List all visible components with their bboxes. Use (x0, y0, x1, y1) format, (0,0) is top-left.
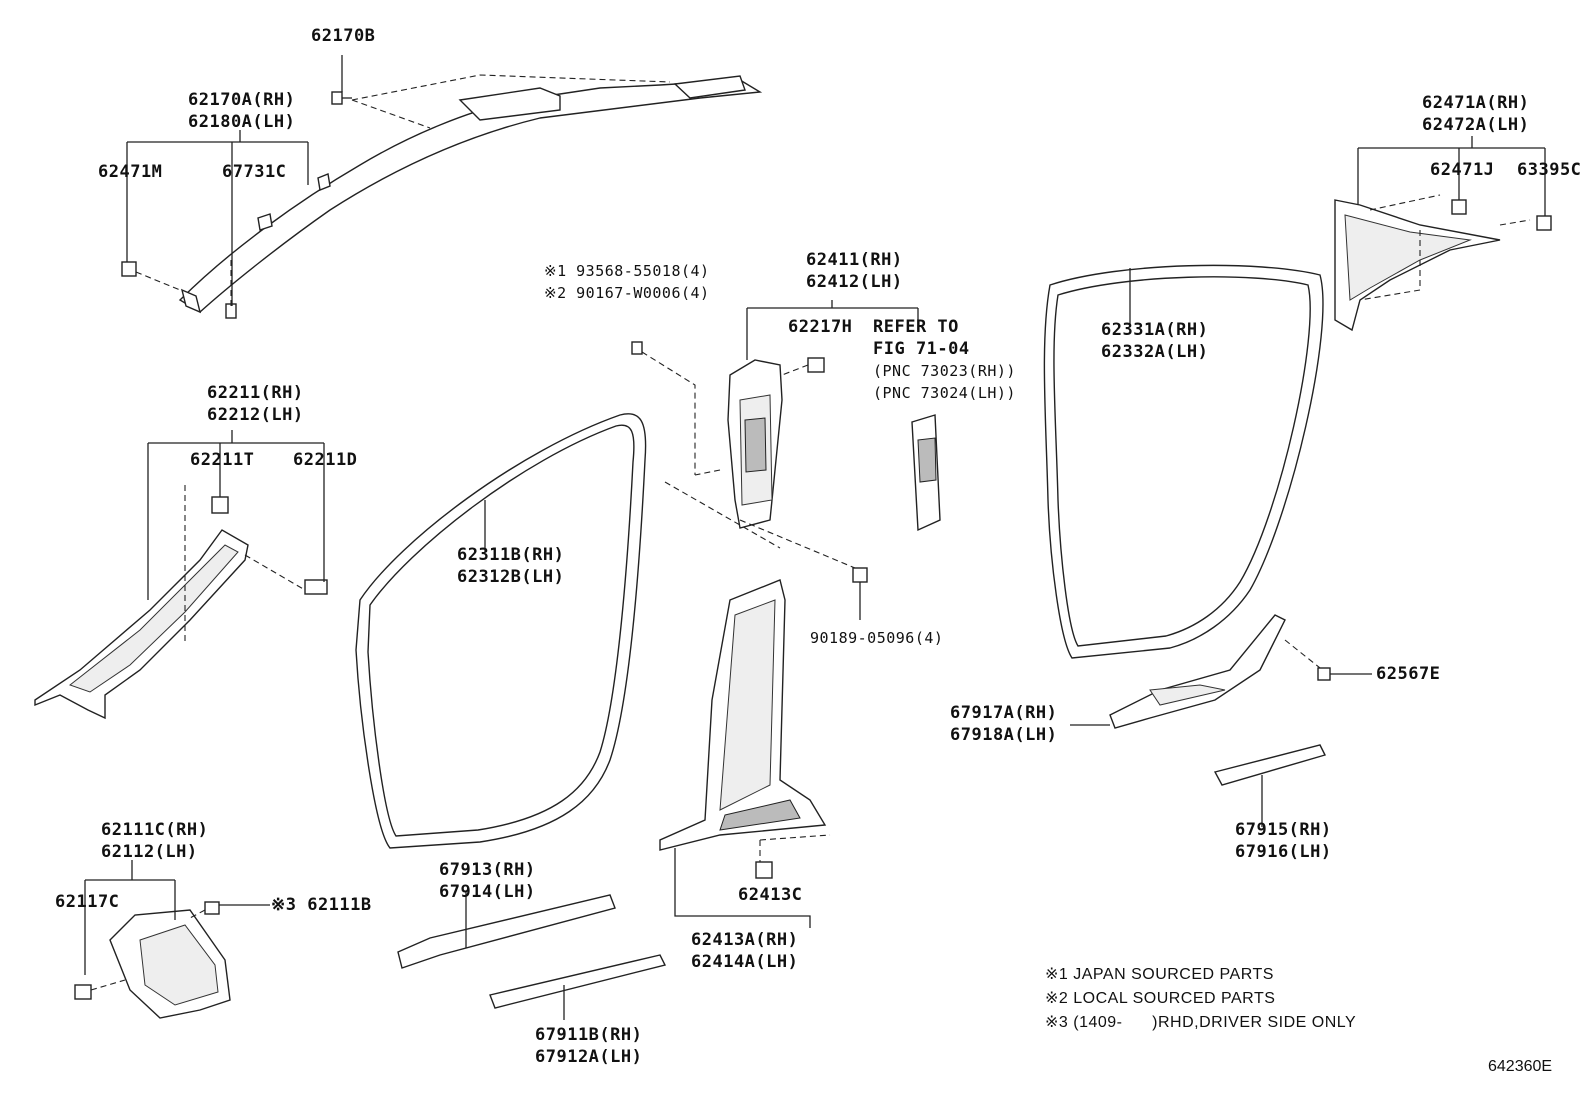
label-63395C: 63395C (1517, 160, 1582, 180)
label-90167: ※2 90167-W0006(4) (544, 284, 710, 302)
label-refer-to: REFER TO (873, 317, 959, 337)
label-62413A: 62413A(RH) (691, 930, 799, 950)
bolt-62170B (331, 91, 352, 105)
label-62567E: 62567E (1376, 664, 1441, 684)
clip-62217H (807, 357, 825, 373)
label-62332A: 62332A(LH) (1101, 342, 1209, 362)
label-62331A: 62331A(RH) (1101, 320, 1209, 340)
label-67916: 67916(LH) (1235, 842, 1332, 862)
label-62472A: 62472A(LH) (1422, 115, 1530, 135)
a-pillar-garnish (34, 529, 249, 720)
clip-67731C (225, 303, 237, 319)
label-62217H: 62217H (788, 317, 853, 337)
label-62311B: 62311B(RH) (457, 545, 565, 565)
label-62211: 62211(RH) (207, 383, 304, 403)
label-90189: 90189-05096(4) (810, 629, 944, 647)
label-62471M: 62471M (98, 162, 163, 182)
label-62211T: 62211T (190, 450, 255, 470)
label-62170B: 62170B (311, 26, 376, 46)
label-62117C: 62117C (55, 892, 120, 912)
label-62111C: 62111C(RH) (101, 820, 209, 840)
clip-62117C (74, 984, 92, 1000)
label-62212: 62212(LH) (207, 405, 304, 425)
label-62414A: 62414A(LH) (691, 952, 799, 972)
cowl-side-trim (109, 909, 231, 1019)
scuff-plate-67911B (489, 954, 667, 1009)
rear-door-weatherstrip (1043, 264, 1324, 659)
seatbelt-adjuster-ref (911, 414, 941, 532)
label-67915: 67915(RH) (1235, 820, 1332, 840)
label-62413C: 62413C (738, 885, 803, 905)
clip-62567E (1317, 667, 1331, 681)
clip-90189 (852, 567, 868, 583)
note-rhd-driver-side: ※3 (1409- )RHD,DRIVER SIDE ONLY (1045, 1014, 1357, 1031)
label-62170A: 62170A(RH) (188, 90, 296, 110)
clip-62471J (1451, 199, 1467, 215)
clip-62111B (204, 901, 220, 915)
clip-62211T (211, 496, 229, 514)
label-refer-pnc-lh: (PNC 73024(LH)) (873, 384, 1016, 402)
label-refer-pnc-rh: (PNC 73023(RH)) (873, 362, 1016, 380)
figure-id: 642360E (1488, 1058, 1553, 1075)
clip-62413C (755, 861, 773, 879)
label-62112: 62112(LH) (101, 842, 198, 862)
label-67912A: 67912A(LH) (535, 1047, 643, 1067)
label-67911B: 67911B(RH) (535, 1025, 643, 1045)
note-local-sourced: ※2 LOCAL SOURCED PARTS (1045, 990, 1276, 1007)
scuff-plate-67917A (1109, 614, 1286, 729)
label-67914: 67914(LH) (439, 882, 536, 902)
front-door-weatherstrip (355, 413, 647, 849)
label-62111B: ※3 62111B (271, 895, 372, 915)
quarter-trim-part (1334, 199, 1501, 332)
label-67917A: 67917A(RH) (950, 703, 1058, 723)
note-japan-sourced: ※1 JAPAN SOURCED PARTS (1045, 966, 1274, 983)
label-62211D: 62211D (293, 450, 358, 470)
clip-62211D (304, 579, 328, 595)
label-refer-fig: FIG 71-04 (873, 339, 970, 359)
b-pillar-upper-garnish (727, 359, 783, 529)
label-67731C: 67731C (222, 162, 287, 182)
curtain-airbag-part (178, 75, 763, 314)
label-62471A: 62471A(RH) (1422, 93, 1530, 113)
label-62471J: 62471J (1430, 160, 1495, 180)
label-62312B: 62312B(LH) (457, 567, 565, 587)
clip-63395C (1536, 215, 1552, 231)
clip-62471M (121, 261, 137, 277)
scuff-plate-67913 (397, 894, 616, 969)
label-62412: 62412(LH) (806, 272, 903, 292)
scuff-plate-67915 (1213, 744, 1327, 786)
label-62411: 62411(RH) (806, 250, 903, 270)
label-93568: ※1 93568-55018(4) (544, 262, 710, 280)
label-67918A: 67918A(LH) (950, 725, 1058, 745)
screw-93568 (631, 341, 643, 355)
b-pillar-lower-garnish (659, 579, 827, 851)
label-67913: 67913(RH) (439, 860, 536, 880)
label-62180A: 62180A(LH) (188, 112, 296, 132)
